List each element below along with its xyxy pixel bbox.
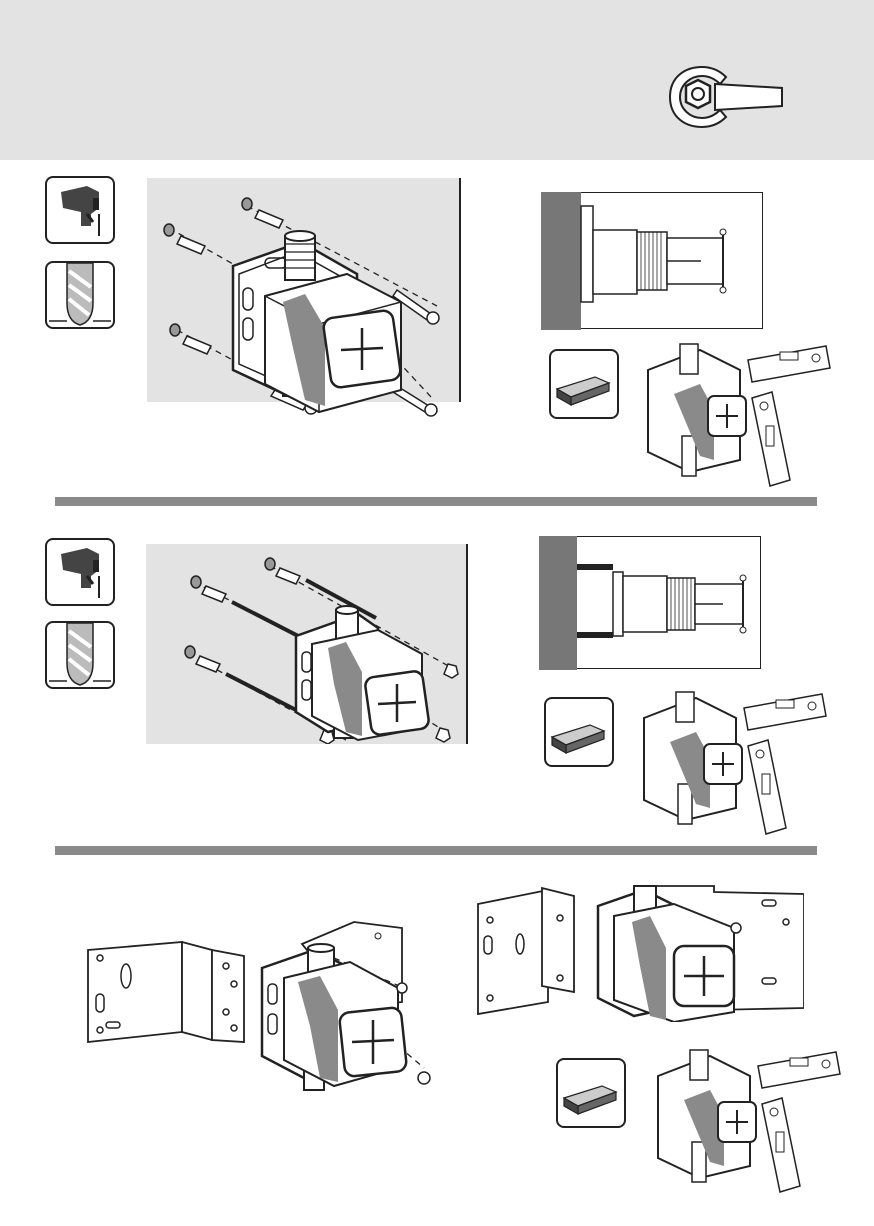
drill-icon: [45, 176, 115, 244]
valve-leveling-diagram: [636, 688, 836, 838]
valve-body-diagram: [147, 178, 467, 418]
section-divider-1: [55, 497, 817, 506]
spirit-level-icon: [556, 1058, 626, 1128]
valve-with-bracket-diagram: [254, 918, 444, 1098]
section-divider-2: [55, 846, 817, 855]
bracket-assembly-diagram: [474, 882, 804, 1022]
mounting-bracket-diagram: [86, 936, 248, 1046]
valve-body-threaded-rod-diagram: [146, 544, 468, 744]
drill-bit-icon: [45, 261, 115, 329]
mounting-depth-diagram: [539, 536, 761, 670]
valve-leveling-diagram: [650, 1046, 850, 1196]
valve-leveling-diagram: [640, 340, 840, 490]
spirit-level-icon: [549, 349, 619, 419]
drill-bit-icon: [45, 621, 115, 689]
spirit-level-icon: [544, 697, 614, 767]
mounting-depth-diagram: [541, 192, 763, 330]
wrench-icon: [660, 62, 790, 132]
drill-icon: [45, 538, 115, 606]
